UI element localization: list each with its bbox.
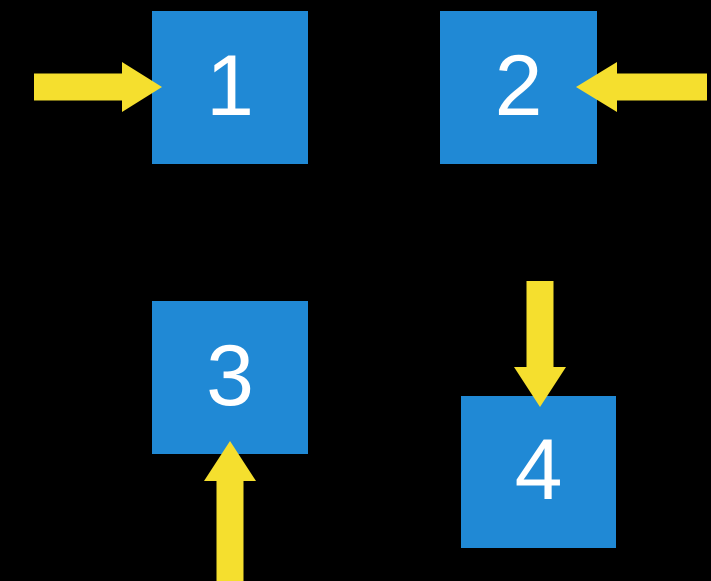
block-1[interactable]: 1 xyxy=(152,11,308,164)
block-2-label: 2 xyxy=(494,37,543,134)
block-4[interactable]: 4 xyxy=(461,396,616,548)
block-1-label: 1 xyxy=(206,37,254,134)
block-2[interactable]: 2 xyxy=(440,11,597,164)
arrow-right-icon xyxy=(34,62,162,112)
block-3[interactable]: 3 xyxy=(152,301,308,454)
arrow-down-icon xyxy=(514,281,566,407)
arrow-left-icon xyxy=(576,62,707,112)
block-3-label: 3 xyxy=(206,327,254,424)
arrow-up-icon xyxy=(204,441,256,581)
block-4-label: 4 xyxy=(514,422,563,518)
